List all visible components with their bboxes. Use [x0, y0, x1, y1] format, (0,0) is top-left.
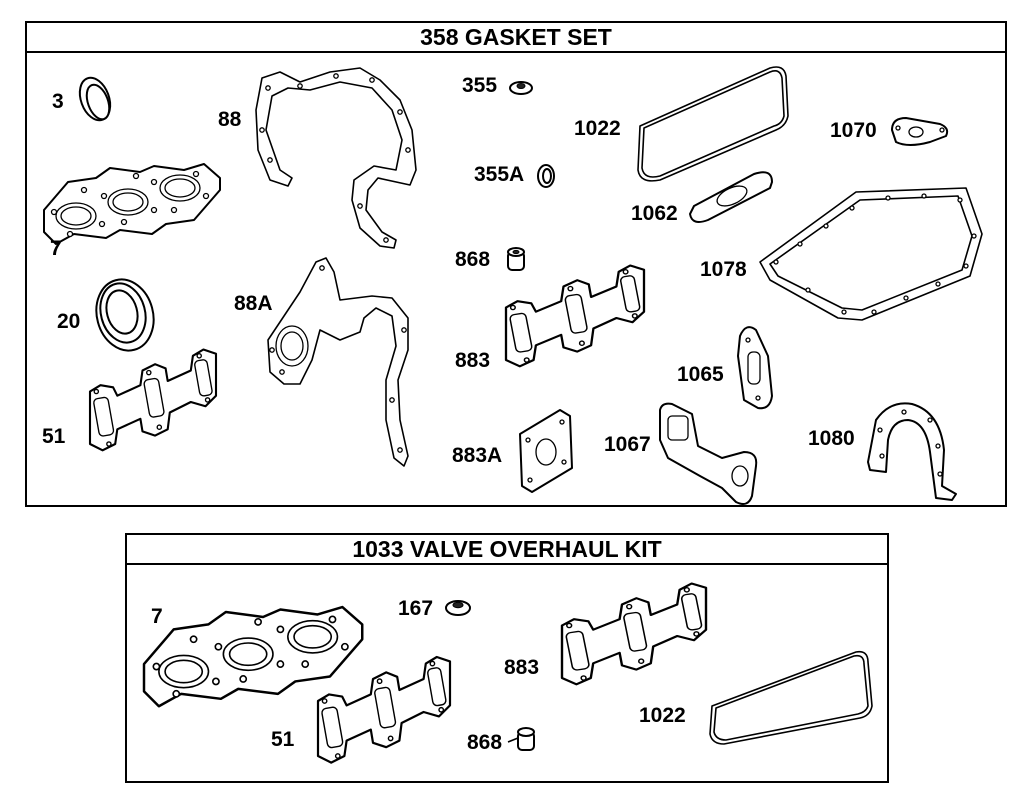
- part-868-valve-seal: [507, 247, 525, 271]
- callout-883a: 883A: [452, 444, 503, 467]
- kit-callout-51: 51: [271, 728, 295, 751]
- part-883a-plate-gasket: [519, 409, 573, 493]
- part-20-oil-seal: [95, 278, 155, 352]
- part-1065-gasket: [737, 326, 773, 410]
- kit-callout-868: 868: [467, 731, 503, 754]
- callout-1080: 1080: [808, 427, 855, 450]
- callout-1062: 1062: [631, 202, 678, 225]
- callout-88a: 88A: [234, 292, 273, 315]
- callout-88: 88: [218, 108, 242, 131]
- kit-callout-1022: 1022: [639, 704, 686, 727]
- part-1062-exhaust-gasket: [689, 171, 773, 223]
- part-88a-timing-cover-gasket: [267, 257, 409, 467]
- part-1070-flange-gasket: [891, 117, 949, 146]
- callout-20: 20: [57, 310, 81, 333]
- callout-51: 51: [42, 425, 66, 448]
- kit-callout-167: 167: [398, 597, 434, 620]
- callout-355a: 355A: [474, 163, 525, 186]
- kit-callout-883: 883: [504, 656, 540, 679]
- part-355a-o-ring: [537, 164, 555, 188]
- callout-883: 883: [455, 349, 491, 372]
- valve-kit-panel: 1033 VALVE OVERHAUL KIT: [125, 533, 889, 783]
- kit-callout-7: 7: [151, 605, 163, 628]
- part-355-washer: [509, 81, 533, 95]
- callout-3: 3: [52, 90, 64, 113]
- callout-1067: 1067: [604, 433, 651, 456]
- valve-kit-title: 1033 VALVE OVERHAUL KIT: [127, 535, 887, 565]
- part-1067-gasket: [659, 402, 758, 505]
- callout-868: 868: [455, 248, 491, 271]
- callout-1022: 1022: [574, 117, 621, 140]
- part-3-seal: [78, 76, 112, 122]
- callout-1070: 1070: [830, 119, 877, 142]
- gasket-set-panel: 358 GASKET SET: [25, 21, 1007, 507]
- part-1080-gasket: [867, 402, 957, 501]
- callout-355: 355: [462, 74, 498, 97]
- gasket-set-title: 358 GASKET SET: [27, 23, 1005, 53]
- part-7-head-gasket: [43, 163, 221, 245]
- callout-1078: 1078: [700, 258, 747, 281]
- part-88-timing-cover-gasket: [255, 67, 417, 249]
- part-167-washer: [445, 600, 471, 616]
- callout-7: 7: [50, 237, 62, 260]
- part-868-valve-seal-kit: [507, 727, 535, 751]
- callout-1065: 1065: [677, 363, 724, 386]
- part-1022-cover-gasket-kit: [709, 650, 873, 745]
- part-1078-oil-pan-gasket: [759, 187, 983, 321]
